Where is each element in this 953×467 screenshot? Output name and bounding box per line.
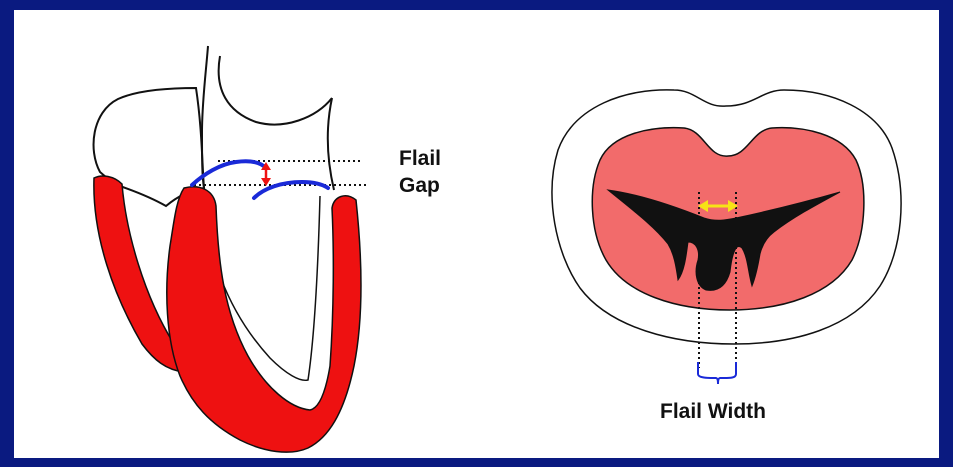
aortic-root-outline bbox=[328, 98, 334, 190]
gap-label: Gap bbox=[399, 175, 440, 196]
flail-width-label: Flail Width bbox=[660, 401, 766, 422]
heart-long-axis-diagram bbox=[14, 10, 939, 458]
slide-canvas: Flail Gap Flail Width bbox=[14, 10, 939, 458]
flail-width-bracket bbox=[698, 362, 736, 384]
flail-label: Flail bbox=[399, 148, 441, 169]
septum-and-apex-wall bbox=[167, 187, 361, 452]
aorta-top-outline bbox=[219, 56, 332, 125]
aorta-outline bbox=[202, 46, 208, 188]
